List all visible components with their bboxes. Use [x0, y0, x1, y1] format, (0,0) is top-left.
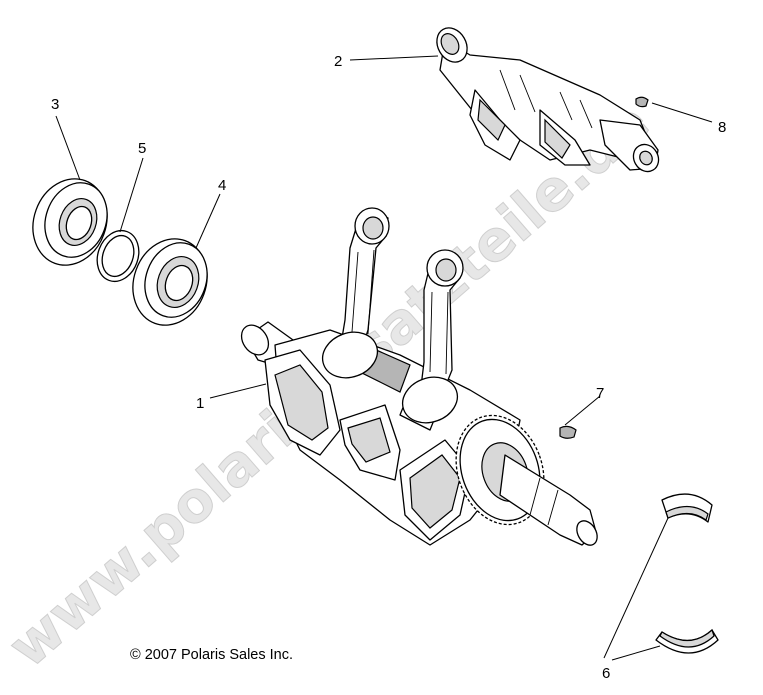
callout-3: 3: [51, 96, 59, 113]
callout-6: 6: [602, 665, 610, 682]
callout-5: 5: [138, 140, 146, 157]
callout-2: 2: [334, 53, 342, 70]
part-1-crankshaft[interactable]: [236, 207, 601, 549]
callout-7: 7: [596, 385, 604, 402]
callout-1: 1: [196, 395, 204, 412]
part-8-woodruff-key[interactable]: [635, 96, 649, 108]
copyright-text: © 2007 Polaris Sales Inc.: [130, 647, 293, 663]
part-2-balance-shaft[interactable]: [431, 22, 664, 176]
part-5-ring[interactable]: [90, 225, 145, 288]
callout-8: 8: [718, 119, 726, 136]
part-7-woodruff-key[interactable]: [559, 425, 577, 439]
leader-lines: [55, 55, 713, 661]
part-6-bearing-shells[interactable]: [655, 493, 719, 654]
part-3-seal[interactable]: [21, 168, 119, 275]
callout-4: 4: [218, 177, 226, 194]
part-4-bearing[interactable]: [121, 228, 219, 335]
